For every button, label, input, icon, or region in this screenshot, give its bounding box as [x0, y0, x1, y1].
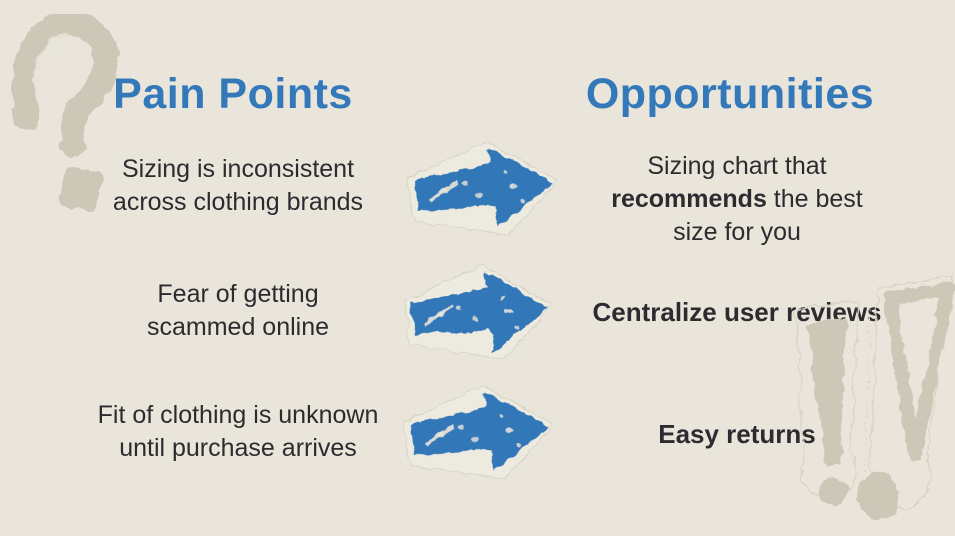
question-mark-icon: [11, 14, 119, 212]
pain-point-2-line1: Fear of getting: [157, 280, 319, 308]
opportunity-1-line1: Sizing chart that: [567, 150, 907, 183]
opportunity-1-text-end: size for you: [673, 218, 801, 246]
arrow-right-icon: [402, 385, 555, 480]
arrow-right-icon: [406, 141, 559, 236]
opportunity-1-line2-rest: the best: [766, 185, 863, 213]
pain-point-1-line2: across clothing brands: [112, 188, 364, 216]
opportunity-3: Easy returns: [658, 419, 816, 449]
arrow-right-icon: [403, 265, 555, 360]
pain-point-1-line1: Sizing is inconsistent: [121, 155, 355, 183]
pain-point-1: Sizing is inconsistent across clothing b…: [73, 153, 403, 219]
exclamation-marks-icon: [795, 275, 955, 520]
pain-point-2-line2: scammed online: [146, 313, 330, 341]
opportunity-1-line2: recommends the best: [567, 183, 907, 216]
opportunities-heading: Opportunities: [585, 70, 875, 118]
opportunity-1-text: Sizing chart that: [647, 152, 827, 180]
opportunity-1: Sizing chart that recommends the best si…: [567, 150, 907, 249]
pain-point-3: Fit of clothing is unknown until purchas…: [73, 399, 403, 465]
pain-point-2: Fear of getting scammed online: [73, 278, 403, 344]
pain-points-heading: Pain Points: [113, 70, 353, 118]
pain-point-3-line2: until purchase arrives: [119, 434, 357, 462]
pain-point-3-line1: Fit of clothing is unknown: [97, 401, 379, 429]
opportunity-1-bold-word: recommends: [611, 185, 767, 213]
opportunity-1-line3: size for you: [567, 216, 907, 249]
